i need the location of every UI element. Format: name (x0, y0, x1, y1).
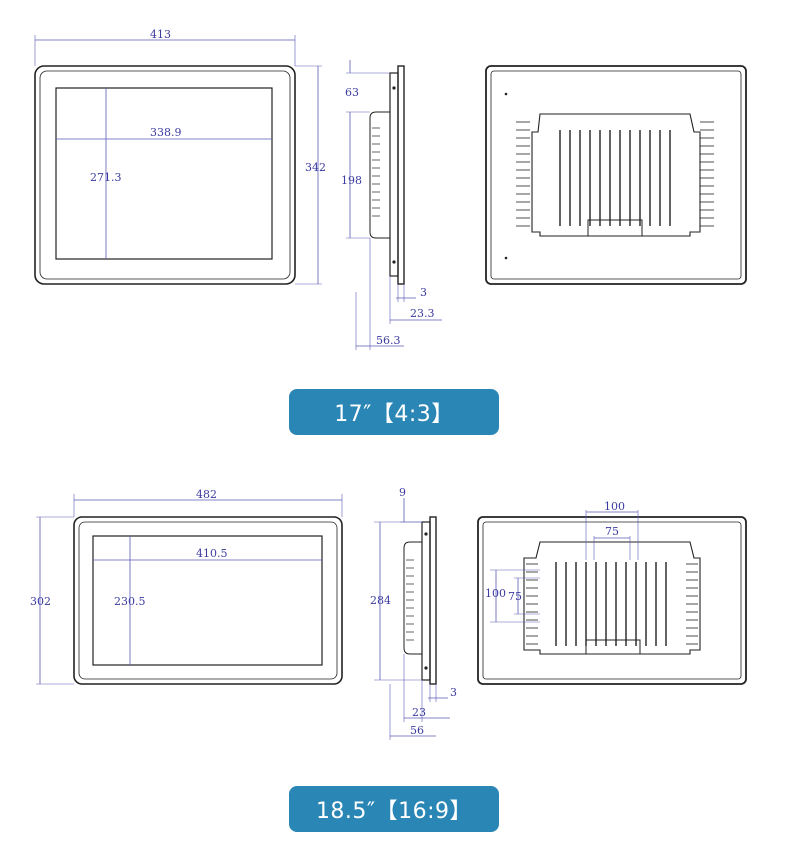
model1-screen-height: 271.3 (90, 171, 122, 184)
model2-front-width: 482 (196, 488, 217, 501)
model2-side-top-offset: 9 (399, 486, 406, 499)
model2-front-height: 302 (30, 595, 51, 608)
model1-size-label: 17″【4:3】 (289, 389, 499, 435)
model1-side-bezel: 3 (420, 286, 427, 299)
model1-side-view: 63 198 3 23.3 56.3 (341, 60, 442, 350)
model1-side-top-offset: 63 (345, 86, 359, 99)
model2-side-body-depth: 23 (412, 706, 426, 719)
model2-side-total-depth: 56 (410, 724, 424, 737)
model2-vesa-outer-height: 100 (485, 587, 506, 600)
model2-vesa-inner-width: 75 (605, 525, 619, 538)
model2-side-height: 284 (370, 594, 391, 607)
model1-back-view (485, 65, 747, 285)
model1-front-width: 413 (150, 28, 171, 41)
model2-front-view: 482 410.5 230.5 302 (30, 488, 343, 685)
model2-side-view: 9 284 3 23 56 (370, 486, 457, 740)
model1-front-view: 413 338.9 271.3 342 (34, 28, 326, 285)
model2-vesa-outer-width: 100 (604, 500, 625, 513)
model1-side-total-depth: 56.3 (376, 334, 401, 347)
model2-vesa-inner-height: 75 (508, 590, 522, 603)
model1-screen-width: 338.9 (150, 126, 182, 139)
model2-screen-height: 230.5 (114, 595, 146, 608)
model2-screen-width: 410.5 (196, 547, 228, 560)
model1-side-bracket-height: 198 (341, 174, 362, 187)
model1-side-body-depth: 23.3 (410, 307, 435, 320)
model2-back-view: 100 75 100 75 (477, 500, 747, 685)
model2-side-bezel: 3 (450, 686, 457, 699)
model2-size-label: 18.5″【16:9】 (289, 786, 499, 832)
model1-front-height: 342 (305, 161, 326, 174)
